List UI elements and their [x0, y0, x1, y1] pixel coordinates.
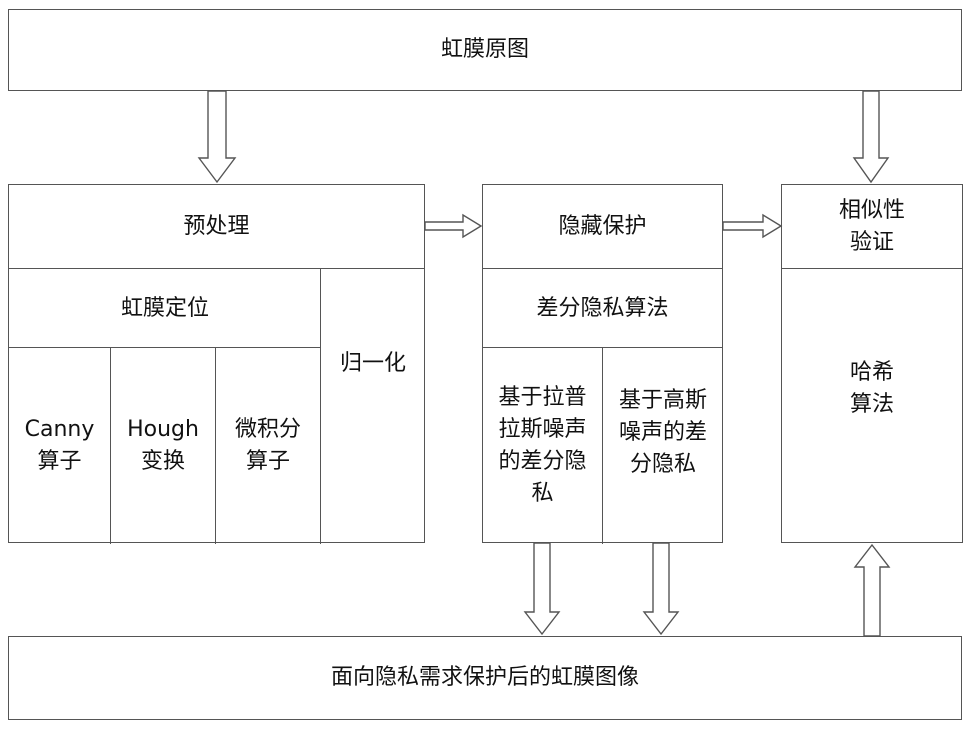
arrow-down-icon	[525, 543, 559, 634]
arrow-down-icon	[854, 91, 888, 182]
arrow-right-icon	[425, 215, 481, 237]
arrow-up-icon	[855, 545, 889, 636]
arrow-right-icon	[723, 215, 781, 237]
arrow-down-icon	[199, 91, 235, 182]
arrow-down-icon	[644, 543, 678, 634]
